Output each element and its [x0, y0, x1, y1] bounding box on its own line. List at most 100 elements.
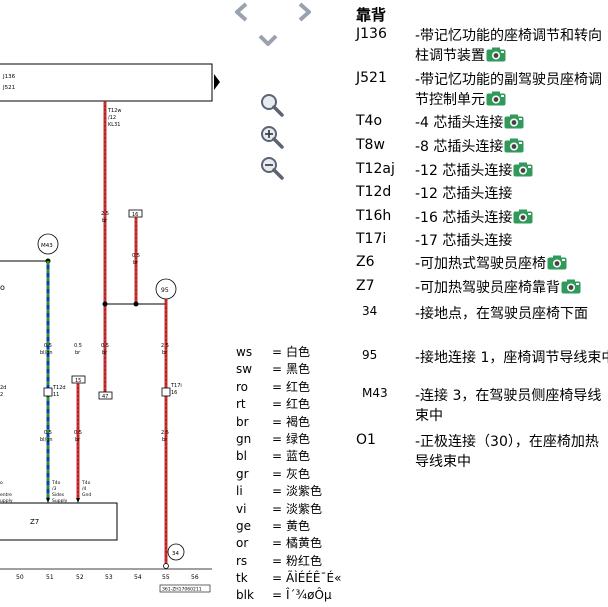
- legend-equals: =: [272, 553, 283, 568]
- camera-icon[interactable]: [561, 279, 581, 294]
- ruler-label: 50: [16, 574, 24, 581]
- label-cut: entre: [0, 492, 12, 498]
- component-description: -16 芯插头连接: [415, 210, 513, 226]
- connection-m43: [37, 233, 59, 255]
- camera-icon[interactable]: [486, 91, 506, 106]
- label-cut: 2: [0, 392, 3, 398]
- legend-color-name: 红色: [286, 379, 311, 394]
- label-m43: M43: [41, 243, 53, 249]
- legend-code: vi: [236, 501, 247, 516]
- legend-equals: =: [272, 431, 283, 446]
- zoom-in-icon[interactable]: [259, 124, 285, 150]
- label-box-15: 15: [75, 378, 81, 384]
- component-description: -带记忆功能的座椅调节和转向柱调节装置: [415, 28, 603, 64]
- component-description: -接地点，在驾驶员座椅下面: [415, 306, 589, 322]
- label-color: br: [162, 350, 168, 356]
- label-color: br: [102, 350, 108, 356]
- chevron-down-icon[interactable]: [258, 30, 278, 50]
- label-j521: J521: [2, 85, 15, 91]
- label-gauge: 2.5: [101, 211, 109, 217]
- label-t4o: T4o: [51, 480, 61, 486]
- component-description: -17 芯插头连接: [415, 233, 513, 249]
- component-code: J521: [356, 70, 387, 86]
- legend-color-name: 蓝色: [286, 449, 311, 464]
- label-gauge: 0.5: [74, 430, 82, 436]
- component-code: T12aj: [356, 161, 395, 177]
- component-code: 95: [362, 348, 378, 362]
- connector-t12d: [43, 387, 53, 397]
- label-color: br: [162, 437, 168, 443]
- label-t12d-pin: 11: [53, 392, 59, 398]
- legend-code: ro: [236, 379, 249, 394]
- chevron-left-icon[interactable]: [232, 2, 252, 22]
- label-z7: Z7: [30, 518, 39, 526]
- legend-color-name: 褐色: [286, 414, 311, 429]
- component-code: J136: [356, 26, 387, 42]
- legend-equals: =: [272, 518, 283, 533]
- label-t4o-pin: /3: [52, 486, 57, 492]
- label-gauge: 2.5: [161, 343, 169, 349]
- legend-color-name: 淡紫色: [286, 501, 323, 516]
- legend-code: li: [236, 484, 243, 499]
- legend-code: or: [236, 536, 249, 551]
- legend-color-name: 灰色: [286, 466, 311, 481]
- pin-arrow: [46, 498, 50, 503]
- legend-color-name: Î´¾øÔµ: [286, 588, 332, 603]
- legend-equals: =: [272, 379, 283, 394]
- label-color: br: [102, 218, 108, 224]
- legend-code: sw: [236, 362, 253, 377]
- label-gauge: 0.5: [132, 253, 140, 259]
- component-code: M43: [362, 386, 388, 400]
- label-gauge: 0.5: [44, 430, 52, 436]
- legend-equals: =: [272, 345, 283, 359]
- legend-code: tk: [236, 571, 248, 586]
- component-description: -4 芯插头连接: [415, 115, 504, 131]
- legend-equals: =: [272, 588, 283, 603]
- label-cut: 2d: [0, 385, 6, 391]
- component-description: -可加热驾驶员座椅靠背: [415, 280, 561, 296]
- legend-code: ge: [236, 518, 251, 533]
- camera-icon[interactable]: [504, 138, 524, 153]
- component-code: T4o: [356, 113, 383, 129]
- legend-color-name: 红色: [286, 397, 311, 412]
- legend-code: rs: [236, 553, 248, 568]
- label-cut: o: [0, 283, 5, 292]
- camera-icon[interactable]: [504, 114, 524, 129]
- label-95: 95: [161, 287, 169, 294]
- component-code: T12d: [356, 184, 392, 200]
- component-description: -12 芯插头连接: [415, 186, 513, 202]
- label-color: br: [133, 260, 139, 266]
- label-t4o-sides: Sides: [52, 492, 65, 498]
- chevron-right-icon[interactable]: [294, 2, 314, 22]
- label-t4o2-gnd: Gnd: [82, 492, 91, 498]
- ruler-label: 51: [46, 574, 54, 581]
- component-panel: 靠背 J136 -带记忆功能的座椅调节和转向柱调节装置 J521 -带记忆功能的副驾驶…: [356, 0, 608, 607]
- terminal-dot: [163, 563, 169, 569]
- camera-icon[interactable]: [486, 47, 506, 62]
- magnifier-icon[interactable]: [259, 92, 285, 118]
- component-description: -可加热式驾驶员座椅: [415, 256, 547, 272]
- panel-title: 靠背: [356, 6, 387, 24]
- pin-arrow: [76, 498, 80, 503]
- camera-icon[interactable]: [513, 209, 533, 224]
- zoom-out-icon[interactable]: [259, 155, 285, 181]
- camera-icon[interactable]: [513, 162, 533, 177]
- junction-dot: [133, 301, 139, 307]
- camera-icon[interactable]: [547, 255, 567, 270]
- legend-color-name: ÃÌÉÉÊ¯É«: [286, 571, 342, 586]
- legend-code: blk: [236, 588, 254, 603]
- legend-color-name: 绿色: [286, 431, 311, 446]
- label-color: br: [75, 350, 81, 356]
- legend-color-name: 黄色: [286, 518, 311, 533]
- label-gauge: 2.5: [161, 430, 169, 436]
- label-box-16: 16: [132, 212, 138, 218]
- reference-code: 361-ZH17060211: [162, 587, 202, 593]
- label-color: br: [75, 437, 81, 443]
- label-t4o2: T4o: [81, 480, 91, 486]
- component-code: T16h: [356, 208, 392, 224]
- component-description: -带记忆功能的副驾驶员座椅调节控制单元: [415, 72, 603, 108]
- label-t12w-term: KL31: [108, 122, 120, 128]
- ruler-label: 53: [105, 574, 113, 581]
- label-t4o2-pin: /4: [82, 486, 87, 492]
